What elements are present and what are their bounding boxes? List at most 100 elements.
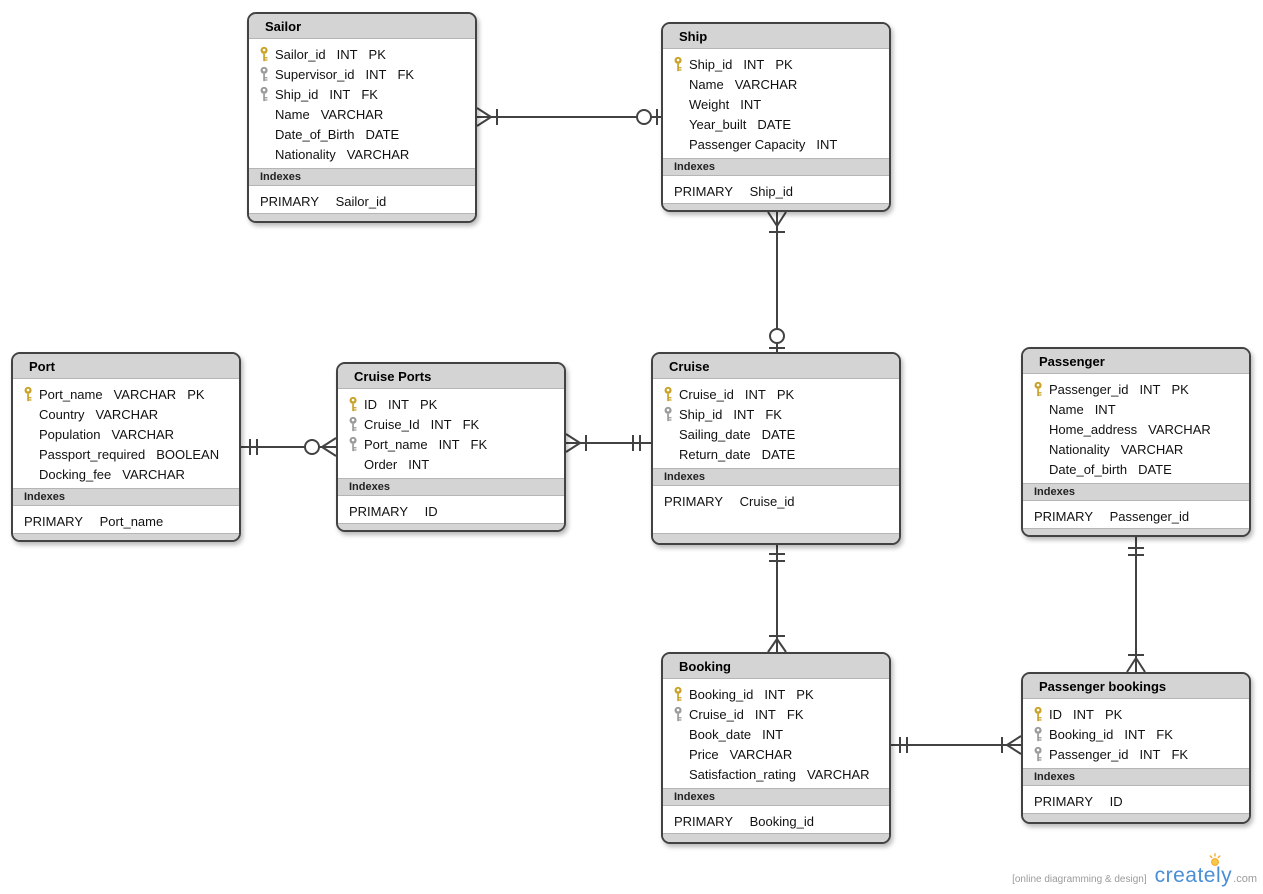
entity-booking[interactable]: Booking Booking_id INT PK Cruise_id INT …: [661, 652, 891, 844]
foreign-key-icon: [1031, 726, 1049, 742]
entity-cruise[interactable]: Cruise Cruise_id INT PK Ship_id INT FK S…: [651, 352, 901, 545]
primary-key-icon: [21, 386, 39, 402]
column-row: Date_of_birth DATE: [1023, 459, 1249, 479]
foreign-key-icon: [1031, 746, 1049, 762]
entity-footer-strip: [1023, 528, 1249, 535]
entity-cruise-ports[interactable]: Cruise Ports ID INT PK Cruise_Id INT FK …: [336, 362, 566, 532]
column-name: Passenger_id: [1049, 746, 1129, 762]
lightbulb-icon: [1209, 853, 1221, 866]
column-row: Sailor_id INT PK: [249, 44, 475, 64]
column-name: Docking_fee: [39, 466, 112, 482]
entity-port[interactable]: Port Port_name VARCHAR PK Country VARCHA…: [11, 352, 241, 542]
index-column: Cruise_id: [739, 494, 795, 509]
column-row: Booking_id INT FK: [1023, 724, 1249, 744]
entity-footer-strip: [663, 833, 889, 842]
column-row: Year_built DATE: [663, 114, 889, 134]
column-name: Date_of_Birth: [275, 126, 355, 142]
index-column: Port_name: [99, 514, 164, 529]
column-type: VARCHAR: [346, 146, 410, 162]
column-type: INT: [743, 56, 765, 72]
index-column: ID: [424, 504, 438, 519]
entity-title: Sailor: [249, 14, 475, 39]
column-type: INT: [1139, 381, 1161, 397]
index-row: PRIMARY Cruise_id: [653, 486, 899, 513]
column-type: INT: [1073, 706, 1094, 722]
connector-ship-cruise[interactable]: [767, 211, 787, 352]
column-name: Sailing_date: [679, 426, 751, 442]
column-name: Price: [689, 746, 719, 762]
entity-passenger-bookings[interactable]: Passenger bookings ID INT PK Booking_id …: [1021, 672, 1251, 824]
connector-booking-passengerbookings[interactable]: [891, 735, 1022, 755]
index-kind: PRIMARY: [664, 494, 723, 509]
column-row: Sailing_date DATE: [653, 424, 899, 444]
column-name: Passenger_id: [1049, 381, 1129, 397]
foreign-key-icon: [346, 436, 364, 452]
column-type: INT: [1094, 401, 1116, 417]
column-type: INT: [388, 396, 409, 412]
foreign-key-icon: [257, 86, 275, 102]
entity-passenger[interactable]: Passenger Passenger_id INT PK Name INT H…: [1021, 347, 1251, 537]
connector-passenger-passengerbookings[interactable]: [1126, 537, 1146, 673]
column-row: Supervisor_id INT FK: [249, 64, 475, 84]
index-row: PRIMARY ID: [1023, 786, 1249, 813]
indexes-bar: Indexes: [663, 158, 889, 176]
column-type: VARCHAR: [320, 106, 384, 122]
primary-key-icon: [257, 46, 275, 62]
entity-title: Passenger bookings: [1023, 674, 1249, 699]
column-type: INT: [816, 136, 838, 152]
column-flag: PK: [796, 686, 814, 702]
column-row: Home_address VARCHAR: [1023, 419, 1249, 439]
indexes-bar: Indexes: [663, 788, 889, 806]
connector-port-cruiseports[interactable]: [241, 437, 337, 457]
column-type: VARCHAR: [806, 766, 870, 782]
primary-key-icon: [1031, 706, 1049, 722]
column-name: Ship_id: [679, 406, 723, 422]
column-row: Order INT: [338, 454, 564, 474]
column-type: VARCHAR: [729, 746, 793, 762]
column-name: Book_date: [689, 726, 752, 742]
column-name: Ship_id: [275, 86, 319, 102]
column-flag: FK: [462, 416, 480, 432]
primary-key-icon: [346, 396, 364, 412]
indexes-bar: Indexes: [1023, 768, 1249, 786]
index-row: PRIMARY ID: [338, 496, 564, 523]
entity-sailor[interactable]: Sailor Sailor_id INT PK Supervisor_id IN…: [247, 12, 477, 223]
index-row: PRIMARY Passenger_id: [1023, 501, 1249, 528]
creately-watermark[interactable]: [online diagramming & design] creately .…: [1012, 853, 1257, 888]
column-name: Cruise_id: [679, 386, 734, 402]
column-type: DATE: [761, 426, 796, 442]
index-kind: PRIMARY: [674, 184, 733, 199]
column-type: INT: [733, 406, 755, 422]
column-name: Weight: [689, 96, 730, 112]
connector-cruise-booking[interactable]: [767, 545, 787, 653]
column-name: Year_built: [689, 116, 747, 132]
brand-name: creately: [1154, 864, 1233, 887]
indexes-bar: Indexes: [13, 488, 239, 506]
index-row: PRIMARY Sailor_id: [249, 186, 475, 213]
column-type: INT: [438, 436, 460, 452]
foreign-key-icon: [671, 706, 689, 722]
index-kind: PRIMARY: [349, 504, 408, 519]
column-type: INT: [754, 706, 776, 722]
column-type: INT: [365, 66, 387, 82]
column-row: Satisfaction_rating VARCHAR: [663, 764, 889, 784]
index-kind: PRIMARY: [1034, 794, 1093, 809]
column-name: Supervisor_id: [275, 66, 355, 82]
primary-key-icon: [671, 56, 689, 72]
column-row: Cruise_Id INT FK: [338, 414, 564, 434]
column-row: Passenger Capacity INT: [663, 134, 889, 154]
column-name: Satisfaction_rating: [689, 766, 796, 782]
indexes-bar: Indexes: [249, 168, 475, 186]
column-name: Name: [689, 76, 724, 92]
column-flag: PK: [368, 46, 386, 62]
connector-cruiseports-cruise[interactable]: [565, 433, 651, 453]
index-row: PRIMARY Ship_id: [663, 176, 889, 203]
column-type: VARCHAR: [122, 466, 185, 482]
entity-ship[interactable]: Ship Ship_id INT PK Name VARCHAR Weight …: [661, 22, 891, 212]
column-name: Sailor_id: [275, 46, 326, 62]
column-row: Ship_id INT FK: [653, 404, 899, 424]
connector-sailor-ship[interactable]: [476, 107, 661, 127]
column-type: VARCHAR: [1120, 441, 1184, 457]
primary-key-icon: [661, 386, 679, 402]
